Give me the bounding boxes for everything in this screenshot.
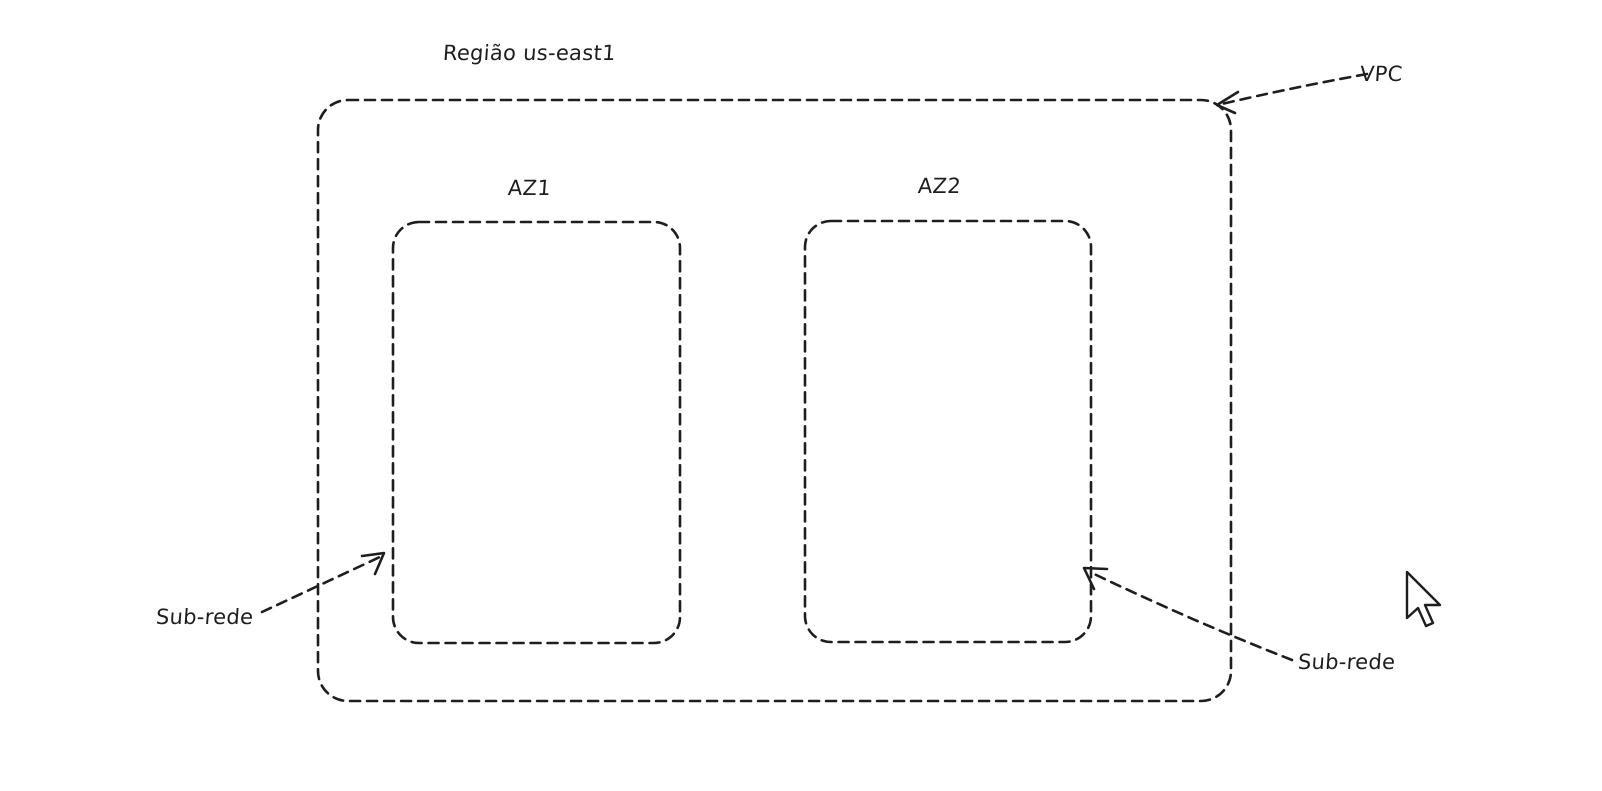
vpc-container (316, 98, 1233, 703)
az1-subnet-box (391, 220, 682, 645)
vpc-label: VPC (1359, 62, 1404, 86)
subnet-left-label: Sub-rede (155, 605, 255, 629)
subnet-right-arrow (1088, 570, 1294, 662)
mouse-pointer-icon (1405, 570, 1442, 628)
region-label: Região us-east1 (442, 41, 617, 65)
subnet-right-arrowhead (1082, 566, 1109, 591)
az1-label: AZ1 (507, 176, 552, 200)
az2-label: AZ2 (917, 174, 962, 198)
vpc-arrow (1220, 72, 1369, 106)
subnet-right-label: Sub-rede (1297, 650, 1397, 674)
subnet-left-arrow (260, 554, 384, 614)
subnet-left-arrowhead (360, 551, 386, 576)
az2-subnet-box (803, 219, 1093, 644)
vpc-arrowhead (1215, 90, 1240, 115)
